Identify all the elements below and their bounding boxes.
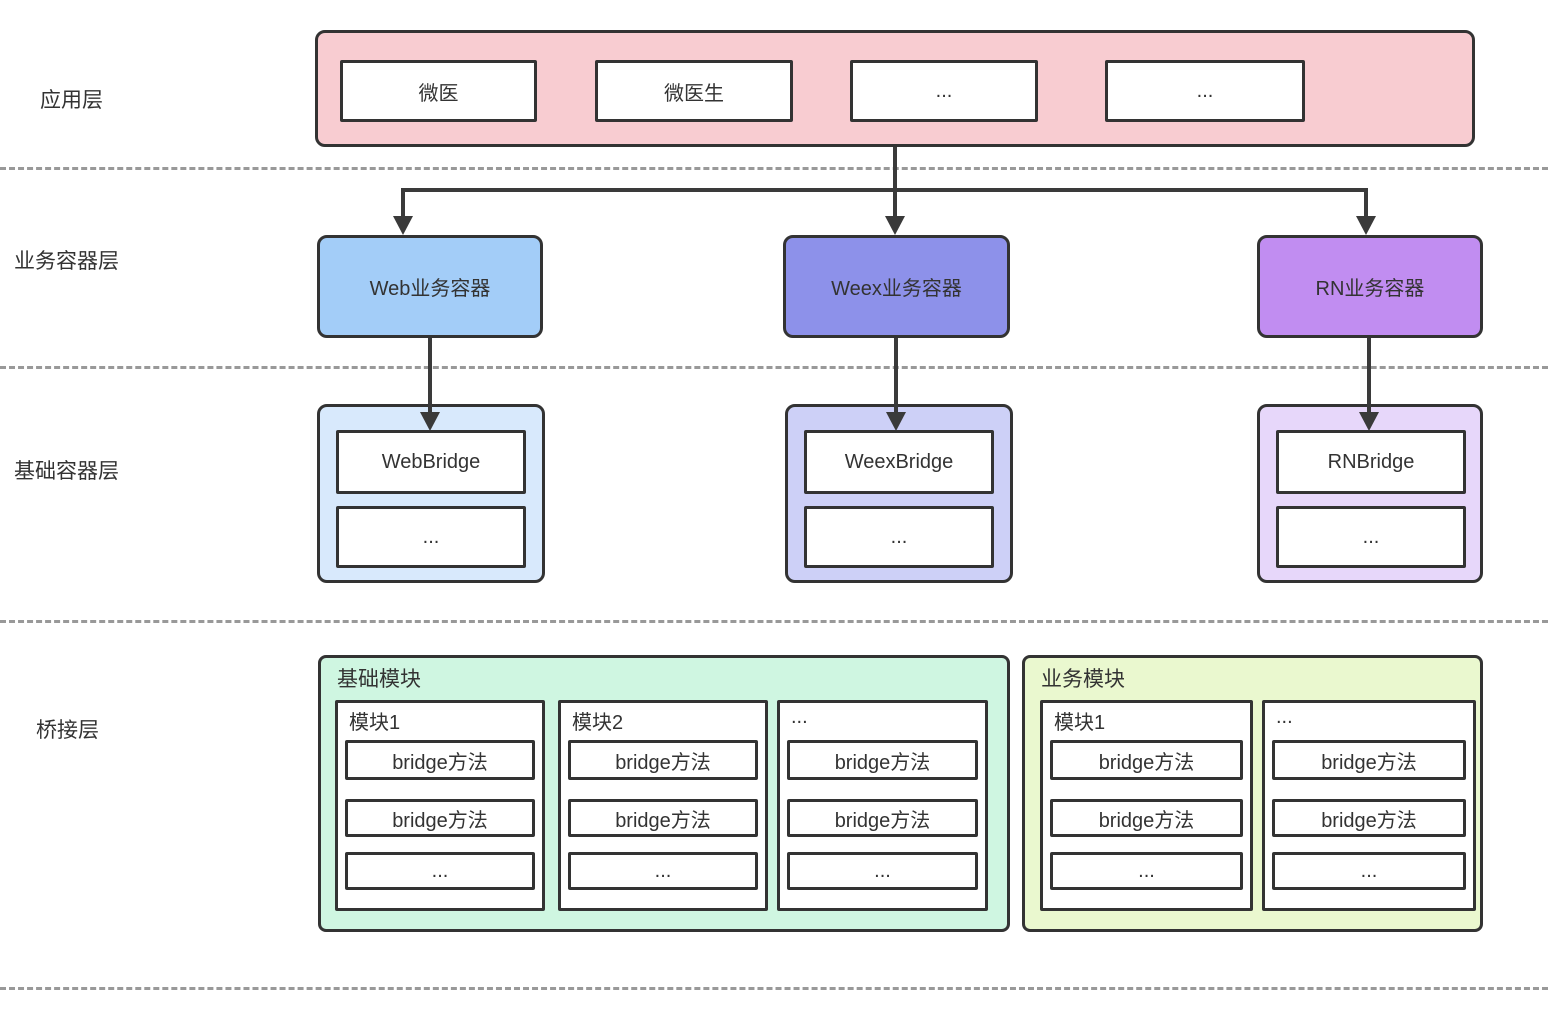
connector-line <box>1364 188 1368 218</box>
down-arrow-icon <box>420 412 440 431</box>
layer-label-base-container: 基础容器层 <box>14 460 119 483</box>
layer-label-application: 应用层 <box>40 89 103 112</box>
bridge-box: WebBridge <box>336 430 526 494</box>
bridge-method-box: ... <box>345 852 535 890</box>
connector-line <box>428 338 432 414</box>
bridge-method-box: bridge方法 <box>568 799 758 837</box>
base-modules-title: 基础模块 <box>337 668 421 691</box>
bridge-method-box: bridge方法 <box>1050 799 1243 837</box>
down-arrow-icon <box>1356 216 1376 235</box>
bridge-method-box: bridge方法 <box>345 799 535 837</box>
bridge-more-box: ... <box>804 506 994 568</box>
bridge-method-box: bridge方法 <box>345 740 535 780</box>
bridge-more-box: ... <box>336 506 526 568</box>
bridge-method-box: ... <box>787 852 978 890</box>
down-arrow-icon <box>886 412 906 431</box>
down-arrow-icon <box>885 216 905 235</box>
bridge-method-box: bridge方法 <box>787 799 978 837</box>
connector-line <box>1367 338 1371 414</box>
layer-divider <box>0 167 1548 170</box>
business-modules-title: 业务模块 <box>1041 668 1125 691</box>
bridge-method-box: ... <box>1050 852 1243 890</box>
app-item: 微医生 <box>595 60 793 122</box>
bridge-method-box: bridge方法 <box>1050 740 1243 780</box>
bridge-method-box: bridge方法 <box>787 740 978 780</box>
connector-line <box>893 188 897 218</box>
connector-line <box>401 188 1368 192</box>
module-title: 模块1 <box>349 712 401 734</box>
weex-business-container: Weex业务容器 <box>783 235 1010 338</box>
bridge-method-box: bridge方法 <box>1272 740 1466 780</box>
bridge-method-box: ... <box>1272 852 1466 890</box>
layer-divider <box>0 366 1548 369</box>
app-item: 微医 <box>340 60 537 122</box>
connector-line <box>893 147 897 192</box>
web-business-container: Web业务容器 <box>317 235 543 338</box>
bridge-box: WeexBridge <box>804 430 994 494</box>
bridge-box: RNBridge <box>1276 430 1466 494</box>
bridge-method-box: bridge方法 <box>568 740 758 780</box>
bridge-method-box: bridge方法 <box>1272 799 1466 837</box>
module-title: 模块1 <box>1054 712 1106 734</box>
module-title: ... <box>791 706 808 728</box>
layer-divider <box>0 987 1548 990</box>
layer-divider <box>0 620 1548 623</box>
rn-business-container: RN业务容器 <box>1257 235 1483 338</box>
module-title: 模块2 <box>572 712 624 734</box>
connector-line <box>894 338 898 414</box>
app-item: ... <box>1105 60 1305 122</box>
bridge-method-box: ... <box>568 852 758 890</box>
app-item: ... <box>850 60 1038 122</box>
layer-label-business-container: 业务容器层 <box>14 250 119 273</box>
bridge-more-box: ... <box>1276 506 1466 568</box>
connector-line <box>401 188 405 218</box>
layer-label-bridge: 桥接层 <box>36 719 99 742</box>
down-arrow-icon <box>1359 412 1379 431</box>
down-arrow-icon <box>393 216 413 235</box>
module-title: ... <box>1276 706 1293 728</box>
